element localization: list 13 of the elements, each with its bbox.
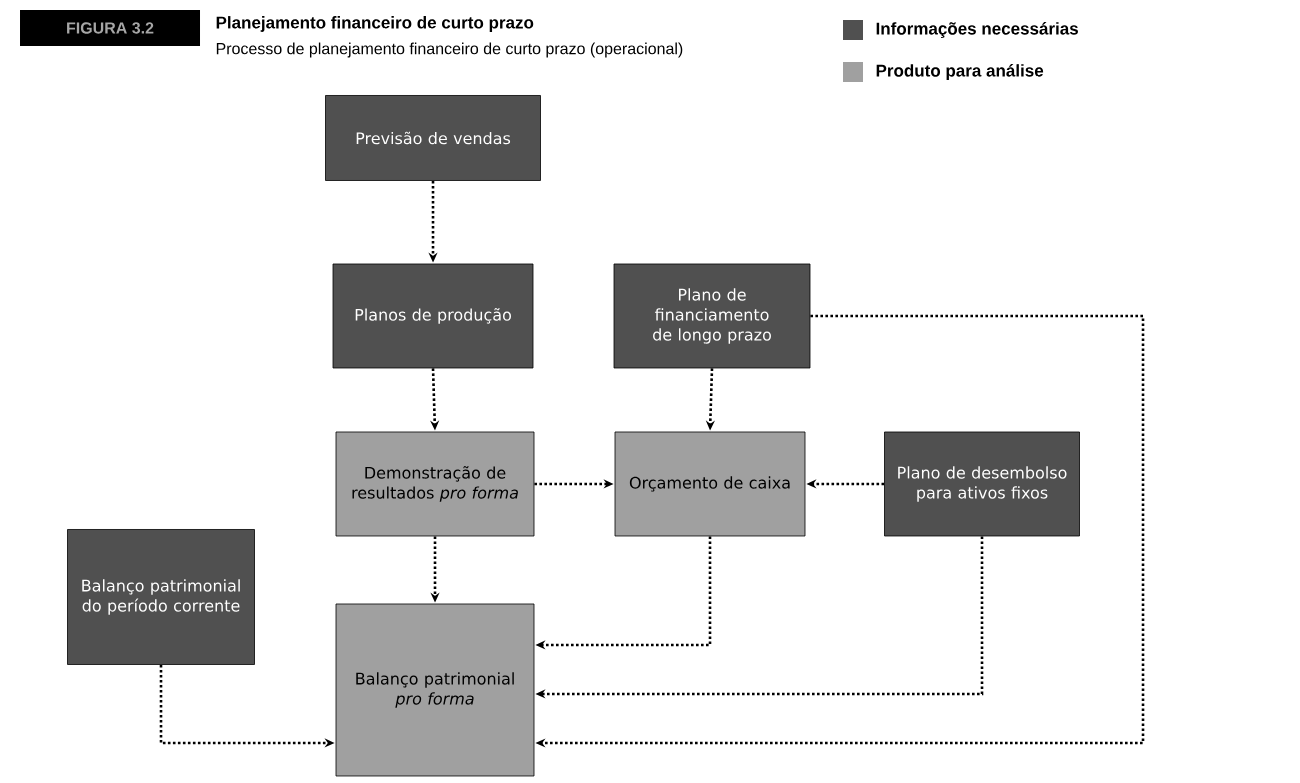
input-box: Plano de desembolso para ativos fixos — [884, 431, 1080, 537]
input-box: Balanço patrimonial do período corrente — [67, 529, 255, 665]
figure-label: FIGURA 3.2 — [20, 10, 200, 46]
output-box: Orçamento de caixa — [614, 431, 806, 537]
input-box: Planos de produção — [332, 263, 534, 369]
input-box: Plano de financiamento de longo prazo — [613, 263, 811, 369]
legend-label: Produto para análise — [876, 64, 1044, 80]
title: Planejamento financeiro de curto prazo — [216, 16, 534, 32]
subtitle: Processo de planejamento financeiro de curto prazo (operacional) — [216, 42, 683, 58]
legend-label: Informações necessárias — [876, 22, 1078, 38]
output-box: Demonstração de resultados pro forma — [335, 431, 535, 537]
input-box: Previsão de vendas — [325, 95, 541, 181]
output-box: Balanço patrimonial pro forma — [335, 603, 535, 777]
